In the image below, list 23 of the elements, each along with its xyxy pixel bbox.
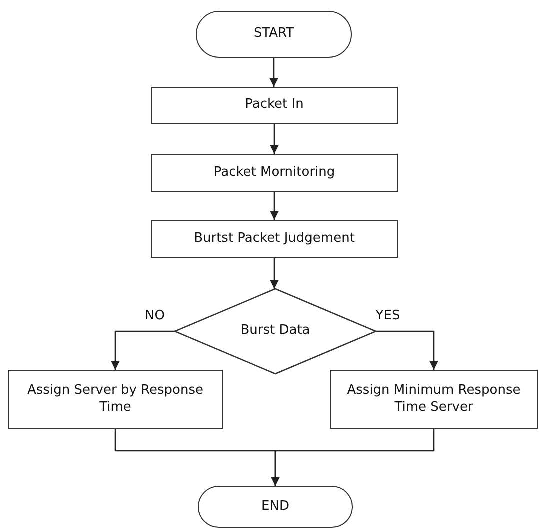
process-box <box>8 370 223 429</box>
process-box <box>151 87 398 124</box>
arrow <box>270 258 279 289</box>
terminal-box <box>198 486 353 528</box>
node-label: START <box>254 26 294 43</box>
node-label: Assign Server by Response Time <box>26 382 204 416</box>
arrow <box>271 429 435 486</box>
arrow <box>270 124 279 154</box>
node-label: Packet Mornitoring <box>214 164 336 182</box>
decision-diamond <box>175 289 376 374</box>
arrow <box>376 330 438 370</box>
arrow <box>270 192 279 220</box>
node-label: Assign Minimum Response Time Server <box>346 382 522 416</box>
arrow <box>111 330 175 370</box>
node-label: Packet In <box>245 97 304 114</box>
arrow <box>270 58 278 87</box>
process-box <box>330 370 538 429</box>
process-box <box>151 220 398 258</box>
terminal-box <box>196 11 352 58</box>
node-label: Burtst Packet Judgement <box>194 230 355 248</box>
node-label: Burst Data <box>240 323 310 340</box>
process-box <box>151 154 398 192</box>
node-label: END <box>262 498 290 516</box>
